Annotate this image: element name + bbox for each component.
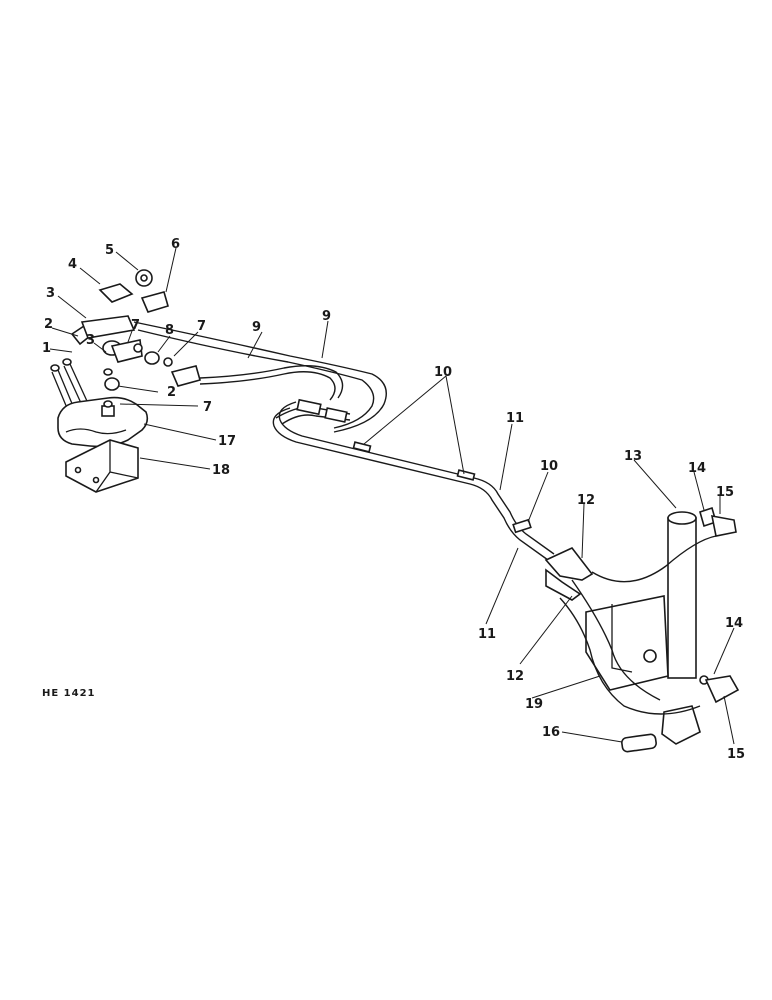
callout-14: 14 (725, 616, 743, 631)
callout-7: 7 (197, 319, 206, 334)
callout-15: 15 (727, 747, 745, 762)
callout-5: 5 (105, 243, 114, 258)
callout-11: 11 (506, 411, 524, 426)
tube-couplers (296, 398, 348, 423)
callout-14: 14 (688, 461, 706, 476)
callout-13: 13 (624, 449, 642, 464)
callout-3: 3 (46, 286, 55, 301)
callout-7: 7 (203, 400, 212, 415)
callout-labels: 1 2 2 3 3 4 5 6 7 7 7 8 9 9 10 10 11 11 … (42, 237, 745, 762)
callout-8: 8 (165, 323, 174, 338)
callout-17: 17 (218, 434, 236, 449)
callout-10: 10 (540, 459, 558, 474)
callout-19: 19 (525, 697, 543, 712)
drawing-code: HE 1421 (42, 688, 96, 699)
callout-4: 4 (68, 257, 77, 272)
valve-fittings (70, 269, 201, 408)
callout-16: 16 (542, 725, 560, 740)
cylinder-pin (621, 733, 657, 753)
hydraulic-hoses (133, 321, 387, 433)
cylinder-assembly (559, 506, 740, 753)
callout-2: 2 (167, 385, 176, 400)
callout-10: 10 (434, 365, 452, 380)
tube-clamps (352, 441, 532, 534)
cylinder-mount-bracket (585, 595, 669, 691)
callout-2: 2 (44, 317, 53, 332)
callout-3: 3 (86, 333, 95, 348)
callout-18: 18 (212, 463, 230, 478)
callout-15: 15 (716, 485, 734, 500)
callout-9: 9 (322, 309, 331, 324)
callout-11: 11 (478, 627, 496, 642)
callout-1: 1 (42, 341, 51, 356)
callout-6: 6 (171, 237, 180, 252)
callout-7: 7 (131, 318, 140, 333)
control-valve-body (57, 396, 149, 448)
hose-ends (544, 547, 594, 601)
callout-12: 12 (506, 669, 524, 684)
leader-lines (49, 247, 735, 745)
callout-9: 9 (252, 320, 261, 335)
cylinder-clevis (661, 705, 701, 745)
callout-12: 12 (577, 493, 595, 508)
